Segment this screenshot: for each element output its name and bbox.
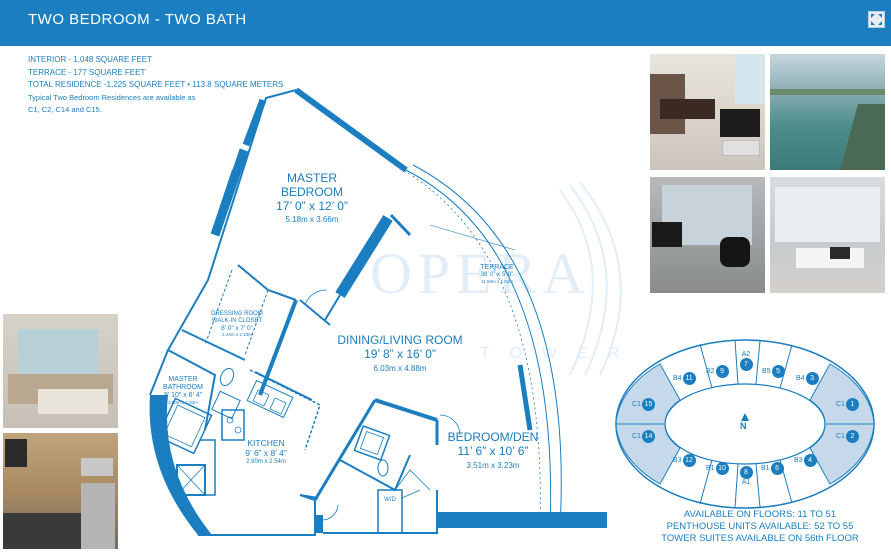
- label-dining-living: DINING/LIVING ROOM 19’ 8” x 16’ 0” 6.03m…: [337, 333, 463, 373]
- opera-watermark-graphic: [559, 181, 622, 376]
- unit-badge: 1: [845, 398, 859, 411]
- unit-a2: A2 7: [737, 351, 755, 371]
- unit-badge: 8: [739, 466, 753, 479]
- unit-badge: 14: [641, 430, 655, 443]
- photo-master-bedroom: [3, 314, 118, 428]
- unit-c1-1: C1 1: [836, 398, 859, 411]
- unit-badge: 2: [845, 430, 859, 443]
- unit-a1: 8 A1: [737, 466, 755, 486]
- unit-badge: 9: [715, 365, 729, 378]
- header-bar: TWO BEDROOM - TWO BATH: [0, 0, 891, 46]
- photo-living-room: [650, 54, 765, 170]
- unit-b2: B2 9: [706, 365, 729, 378]
- page-title: TWO BEDROOM - TWO BATH: [28, 11, 247, 28]
- spec-interior: INTERIOR - 1,048 SQUARE FEET: [28, 55, 153, 64]
- availability-block: AVAILABLE ON FLOORS: 11 TO 51 PENTHOUSE …: [640, 509, 880, 545]
- unit-badge: 7: [739, 358, 753, 371]
- unit-badge: 15: [641, 398, 655, 411]
- label-terrace: TERRACE 38’ 0” x 5’ 0” 11.58m x 1.52m: [480, 264, 514, 284]
- label-master-bathroom: MASTER BATHROOM 9’ 10” x 6’ 4” 3.00m x 1…: [163, 376, 203, 406]
- photo-living-white-sofa: [770, 177, 885, 293]
- spec-terrace: TERRACE - 177 SQUARE FEET: [28, 67, 146, 77]
- label-master-bedroom: MASTER BEDROOM 17’ 0” x 12’ 0” 5.18m x 3…: [276, 171, 348, 225]
- unit-badge: 10: [715, 462, 729, 475]
- north-label: N: [740, 421, 747, 431]
- watermark-brand: OPERA: [370, 241, 591, 306]
- availability-penthouse: PENTHOUSE UNITS AVAILABLE: 52 TO 55: [666, 521, 854, 532]
- unit-badge: 11: [682, 372, 696, 385]
- unit-b3-right: B3 4: [794, 454, 817, 467]
- unit-b1-left: B1 10: [706, 462, 729, 475]
- unit-b4-left: B4 11: [673, 372, 696, 385]
- unit-b5: B5 5: [762, 365, 785, 378]
- availability-tower-suites: TOWER SUITES AVAILABLE ON 56th FLOOR: [661, 533, 859, 544]
- unit-b3-left: B3 12: [673, 454, 696, 467]
- expand-icon: [871, 14, 882, 25]
- expand-button[interactable]: [868, 11, 885, 28]
- photo-bay-view: [770, 54, 885, 170]
- unit-b4-right: B4 3: [796, 372, 819, 385]
- label-dressing-room: DRESSING ROOM WALK-IN CLOSET 8’ 0” x 7’ …: [211, 311, 263, 338]
- spec-total: TOTAL RESIDENCE -1,225 SQUARE FEET • 113…: [28, 80, 284, 89]
- photo-kitchen: [3, 433, 118, 549]
- spec-typical-1: Typical Two Bedroom Residences are avail…: [28, 92, 196, 102]
- unit-b1-right: B1 6: [761, 462, 784, 475]
- label-wd: W/D: [384, 497, 396, 503]
- photo-den: [650, 177, 765, 293]
- unit-c1-14: C1 14: [632, 430, 655, 443]
- spec-typical-2: C1, C2, C14 and C15.: [28, 105, 102, 114]
- unit-c1-15: C1 15: [632, 398, 655, 411]
- unit-badge: 12: [682, 454, 696, 467]
- unit-badge: 6: [770, 462, 784, 475]
- unit-badge: 4: [803, 454, 817, 467]
- specs-block: INTERIOR - 1,048 SQUARE FEET TERRACE - 1…: [28, 54, 283, 117]
- unit-badge: 3: [805, 372, 819, 385]
- label-bedroom-den: BEDROOM/DEN 11’ 6” x 10’ 6” 3.51m x 3.23…: [447, 430, 539, 470]
- label-kitchen: KITCHEN 9’ 6” x 8’ 4” 2.90m x 2.54m: [245, 438, 287, 465]
- unit-badge: 5: [771, 365, 785, 378]
- opera-watermark: OPERA TOWER: [360, 180, 660, 380]
- availability-floors: AVAILABLE ON FLOORS: 11 TO 51: [683, 509, 837, 520]
- unit-c1-2: C1 2: [836, 430, 859, 443]
- watermark-sub: TOWER: [480, 345, 640, 362]
